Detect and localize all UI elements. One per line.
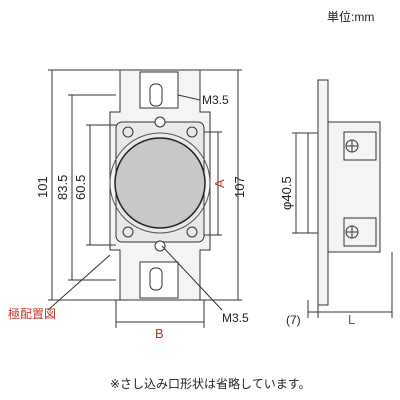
socket-face bbox=[114, 137, 206, 229]
dim-107-label: 107 bbox=[232, 176, 247, 198]
corner-screw-icon bbox=[186, 226, 198, 238]
dim-phi-40-5-label: φ40.5 bbox=[279, 176, 294, 210]
dim-101-label: 101 bbox=[35, 176, 50, 198]
terminal-top bbox=[343, 131, 377, 161]
bottom-tab bbox=[139, 261, 179, 299]
screw-bottom-label: M3.5 bbox=[222, 311, 249, 325]
dim-60-5-label: 60.5 bbox=[73, 175, 88, 200]
corner-screw-icon bbox=[122, 126, 134, 138]
side-protrusion bbox=[307, 132, 319, 234]
side-view bbox=[292, 79, 393, 318]
pole-diagram-label: 極配置図 bbox=[8, 306, 56, 321]
footer-note: ※さし込み口形状は省略しています。 bbox=[110, 376, 311, 391]
front-view bbox=[47, 69, 242, 328]
top-tab bbox=[139, 71, 179, 109]
corner-screw-icon bbox=[186, 126, 198, 138]
unit-label: 単位:mm bbox=[327, 9, 374, 24]
dim-83-5-label: 83.5 bbox=[55, 175, 70, 200]
dim-l-label: L bbox=[348, 312, 355, 327]
dim-a-label: A bbox=[212, 179, 227, 188]
bottom-slot bbox=[149, 267, 163, 291]
screw-top-icon bbox=[154, 116, 166, 128]
dim-7-label: (7) bbox=[286, 313, 301, 327]
corner-screw-icon bbox=[122, 226, 134, 238]
terminal-bottom bbox=[343, 217, 377, 247]
screw-bottom-icon bbox=[154, 240, 166, 252]
dim-b-label: B bbox=[155, 326, 164, 341]
side-plate bbox=[317, 79, 329, 306]
side-body bbox=[327, 121, 381, 253]
screw-top-label: M3.5 bbox=[202, 93, 229, 107]
top-slot bbox=[149, 83, 163, 107]
socket-face-rim bbox=[109, 132, 211, 234]
